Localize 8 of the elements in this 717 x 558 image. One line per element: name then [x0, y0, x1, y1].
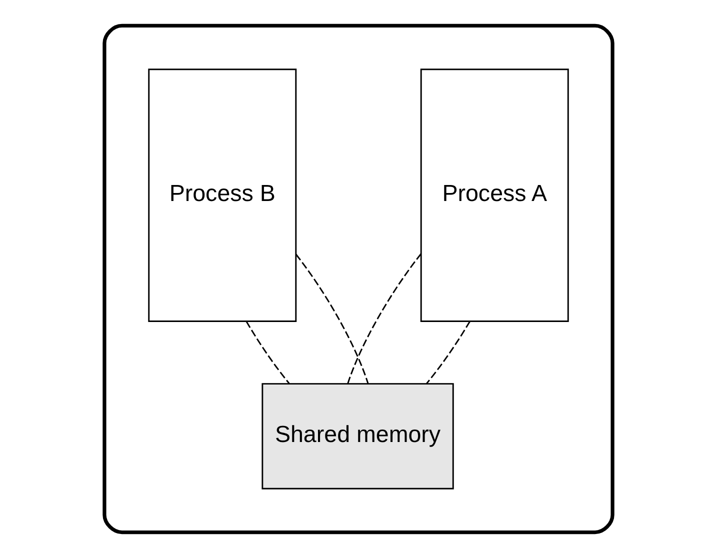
- connector: [347, 253, 422, 384]
- cluster: [102, 24, 614, 534]
- node-box: Process A: [420, 68, 569, 322]
- node-box: Process B: [148, 68, 297, 322]
- connector: [295, 254, 369, 384]
- node-box: Shared memory: [262, 383, 454, 490]
- connector: [426, 320, 471, 384]
- connector: [246, 320, 290, 384]
